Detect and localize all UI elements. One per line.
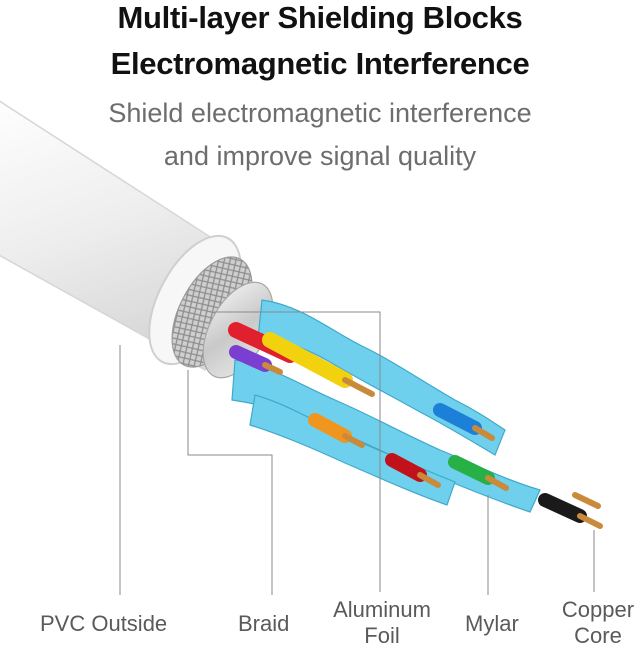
conductor-yellow (262, 332, 375, 397)
conductor-orange (308, 413, 365, 448)
label-pvc-outside: PVC Outside (40, 611, 168, 636)
label-copper-core-line-1: Copper (561, 597, 635, 622)
label-mylar: Mylar (465, 611, 519, 636)
headline-line-1: Multi-layer Shielding Blocks (117, 0, 523, 35)
conductor-purple (229, 345, 283, 375)
conductor-dark-red (385, 453, 441, 488)
conductor-green (448, 455, 509, 491)
subheadline-line-2: and improve signal quality (163, 141, 477, 171)
label-copper-core: Copper Core (556, 597, 640, 649)
conductor-blue (433, 403, 495, 441)
label-aluminum-foil-line-1: Aluminum (333, 597, 431, 622)
conductor-black (538, 492, 603, 529)
label-aluminum-foil-line-2: Foil (364, 623, 400, 648)
subheadline-line-1: Shield electromagnetic interference (108, 98, 532, 128)
label-copper-core-line-2: Core (574, 623, 622, 648)
leader-line-aluminum-foil (214, 311, 381, 592)
leader-line-braid (187, 370, 273, 595)
headline-line-2: Electromagnetic Interference (110, 46, 530, 81)
label-braid: Braid (238, 611, 290, 636)
label-aluminum-foil: Aluminum Foil (326, 597, 438, 649)
